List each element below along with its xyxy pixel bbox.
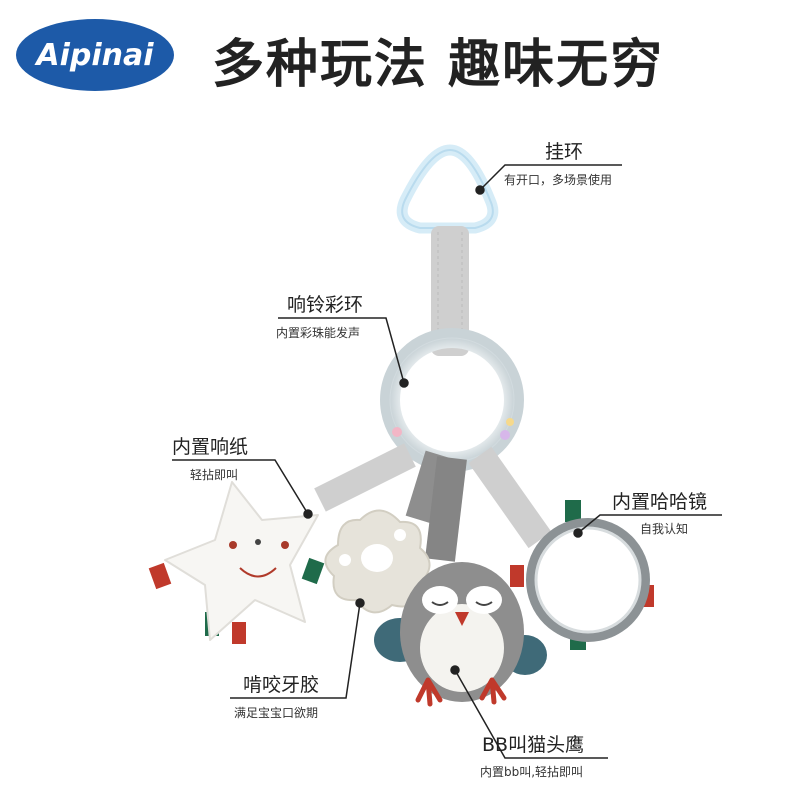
page-title: 多种玩法 趣味无穷 [212,35,665,95]
label-mirror-sub: 自我认知 [640,520,688,537]
label-mirror: 内置哈哈镜 [612,487,707,514]
brand-logo-text: Aipinai [36,37,154,73]
label-crinkle-desc: 轻拈即叫 [190,468,239,482]
label-owl-desc: 内置bb叫,轻拈即叫 [480,765,584,779]
label-hanging-ring-title: 挂环 [545,141,584,163]
label-owl-title: BB叫猫头鹰 [482,734,585,756]
owl-plush [374,562,547,707]
callout-lines [172,164,722,759]
rattle-ring [380,328,524,472]
label-hanging-ring-sub: 有开口，多场景使用 [504,171,612,188]
label-teether-sub: 满足宝宝口欲期 [234,704,318,721]
label-hanging-ring: 挂环 [545,137,583,164]
label-teether-title: 啃咬牙胶 [243,674,320,696]
label-owl: BB叫猫头鹰 [482,730,584,757]
star-plush [148,481,325,644]
label-crinkle-title: 内置响纸 [172,436,249,458]
label-crinkle-sub: 轻拈即叫 [190,466,238,483]
label-mirror-title: 内置哈哈镜 [612,491,708,513]
label-teether-desc: 满足宝宝口欲期 [234,706,319,720]
label-teether: 啃咬牙胶 [243,670,319,697]
label-rattle-ring: 响铃彩环 [287,290,363,317]
label-rattle-ring-desc: 内置彩珠能发声 [276,326,361,340]
label-crinkle: 内置响纸 [172,432,248,459]
label-mirror-desc: 自我认知 [640,522,689,536]
mirror-ring [510,500,654,650]
label-hanging-ring-desc: 有开口，多场景使用 [504,173,613,187]
label-rattle-ring-title: 响铃彩环 [287,294,364,316]
label-owl-sub: 内置bb叫,轻拈即叫 [480,763,583,780]
teether [324,509,431,614]
brand-logo [16,19,174,91]
label-rattle-ring-sub: 内置彩珠能发声 [276,324,360,341]
